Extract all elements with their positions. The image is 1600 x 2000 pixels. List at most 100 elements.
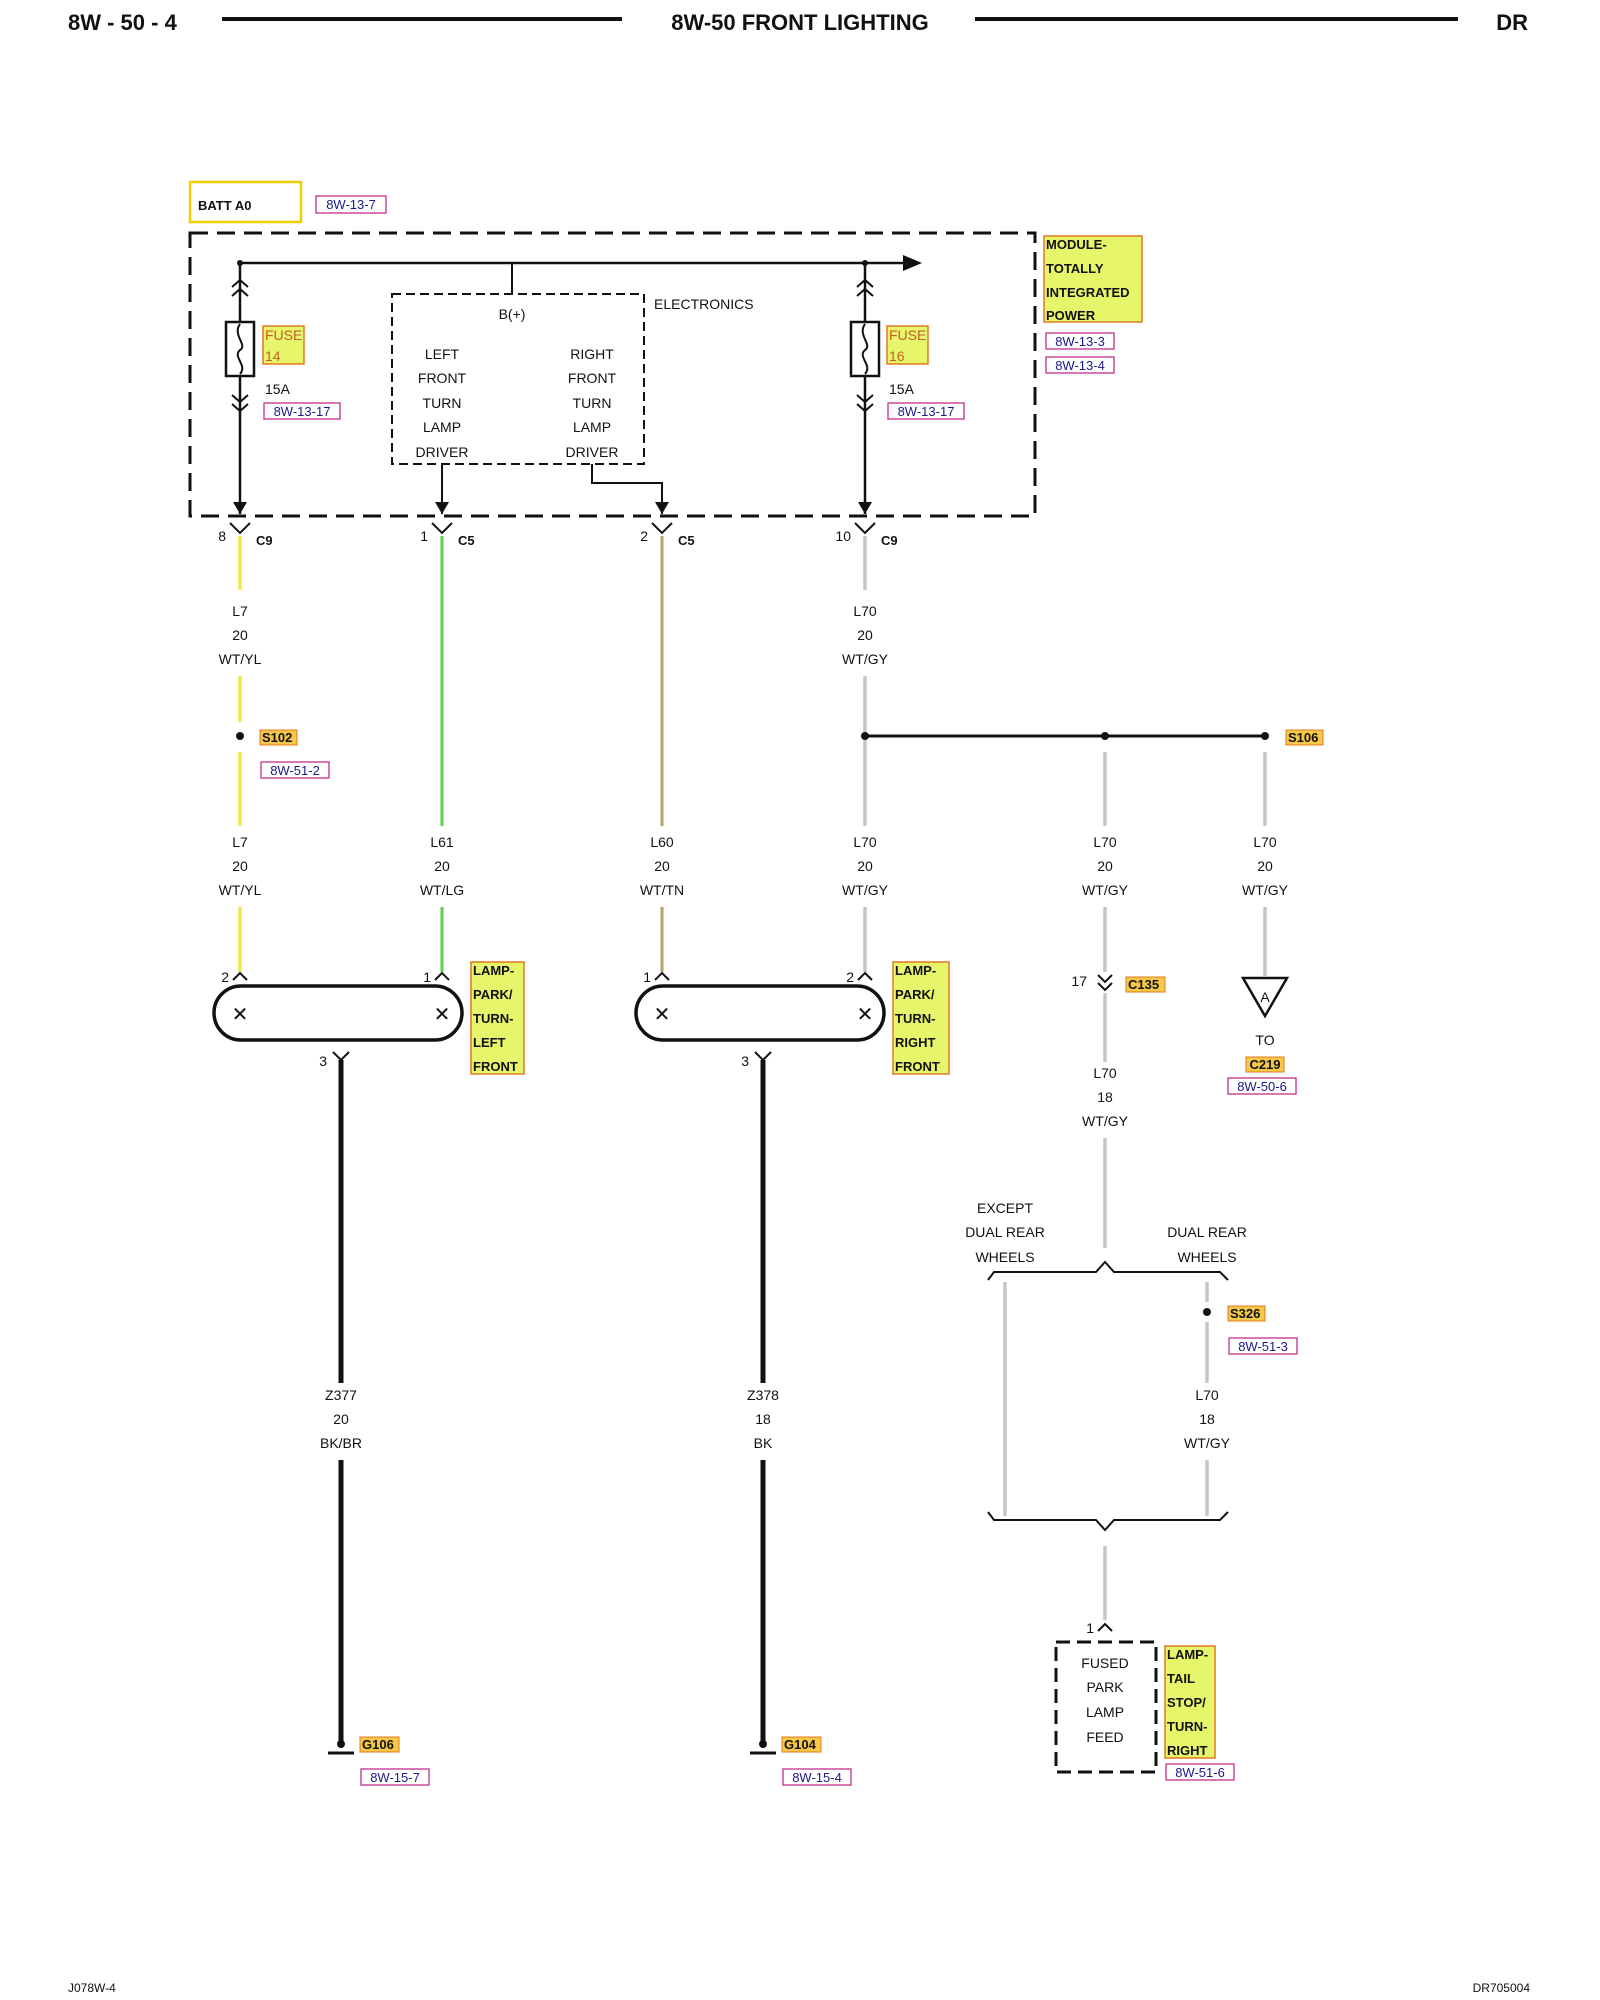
wire-gauge: 20 — [1257, 858, 1273, 874]
tail-lamp-feed: 1 FUSED PARK LAMP FEED LAMP- TAIL STOP/ … — [1054, 1620, 1235, 1781]
connector-c5-pin2: 2 C5 — [640, 522, 695, 548]
fuse-14-ref[interactable]: 8W-13-17 — [274, 404, 331, 419]
wire-color: WT/GY — [842, 882, 889, 898]
s326-ref-box[interactable] — [1228, 1337, 1298, 1355]
batt-ref-box[interactable] — [315, 195, 387, 214]
page-header: 8W - 50 - 4 8W-50 FRONT LIGHTING DR — [68, 10, 1528, 35]
option-except-line: WHEELS — [975, 1249, 1034, 1265]
splice-s106: S106 — [861, 729, 1324, 746]
feed-line: LAMP — [1086, 1704, 1124, 1720]
electronics-block: B(+) ELECTRONICS LEFT FRONT TURN LAMP DR… — [391, 293, 754, 514]
wire-color: WT/GY — [1082, 1113, 1129, 1129]
offpage-letter: A — [1260, 989, 1270, 1005]
lamp-label-line: TURN- — [473, 1011, 513, 1026]
module-ref-box[interactable] — [1045, 332, 1115, 350]
c219-ref-box[interactable] — [1227, 1077, 1297, 1095]
fuse-16-line1: FUSE — [889, 327, 926, 343]
wire-color: WT/GY — [1082, 882, 1129, 898]
wire-l70 — [863, 536, 1267, 976]
wire-code: L60 — [650, 834, 674, 850]
tail-label-line: TURN- — [1167, 1719, 1207, 1734]
page-footer: J078W-4 DR705004 — [68, 1981, 1530, 1995]
batt-ref[interactable]: 8W-13-7 — [326, 197, 376, 212]
wire-gauge: 20 — [857, 858, 873, 874]
left-driver-line: LAMP — [423, 419, 461, 435]
wire-color: WT/YL — [219, 882, 262, 898]
offpage-c219: A TO C219 8W-50-6 — [1227, 976, 1297, 1095]
lamp-label-line: LEFT — [473, 1035, 506, 1050]
lamp-label-line: PARK/ — [473, 987, 513, 1002]
g106-ref-box[interactable] — [360, 1768, 430, 1786]
wire-gauge: 20 — [232, 627, 248, 643]
module-ref-box[interactable] — [1045, 356, 1115, 374]
lamp-left-front: 2 1 ✕ ✕ 3 LAMP- PARK/ TURN- LEFT FRONT — [212, 961, 525, 1075]
lamp-label-line: LAMP- — [895, 963, 936, 978]
splice-dot — [236, 732, 244, 740]
feed-line: PARK — [1086, 1679, 1124, 1695]
wire-code: L70 — [1093, 834, 1117, 850]
fuse-16-ref[interactable]: 8W-13-17 — [898, 404, 955, 419]
fuse-16-amps: 15A — [889, 381, 915, 397]
module-label: MODULE- TOTALLY INTEGRATED POWER 8W-13-3… — [1043, 235, 1143, 374]
pin-number: 8 — [218, 528, 226, 544]
splice-name: S106 — [1288, 730, 1318, 745]
c219-ref[interactable]: 8W-50-6 — [1237, 1079, 1287, 1094]
ground-wire-right: Z378 18 BK G104 8W-15-4 — [747, 1060, 852, 1786]
wire-color: BK — [754, 1435, 773, 1451]
wire-gauge: 20 — [1097, 858, 1113, 874]
connector-name: C219 — [1249, 1057, 1280, 1072]
splice-name: S326 — [1230, 1306, 1260, 1321]
wire-code: Z378 — [747, 1387, 779, 1403]
module-ref[interactable]: 8W-13-4 — [1055, 358, 1105, 373]
wire-code: L7 — [232, 603, 248, 619]
option-bracket-bottom — [987, 1511, 1229, 1532]
wire-color: BK/BR — [320, 1435, 362, 1451]
connector-name: C5 — [458, 533, 475, 548]
offpage-to: TO — [1255, 1032, 1274, 1048]
option-dual-line: WHEELS — [1177, 1249, 1236, 1265]
wire-label-upper-l7: L7 20 WT/YL — [219, 603, 262, 667]
g106-ref[interactable]: 8W-15-7 — [370, 1770, 420, 1785]
splice-s102: S102 8W-51-2 — [236, 729, 330, 779]
wire-gauge: 18 — [1097, 1089, 1113, 1105]
right-driver-line: RIGHT — [570, 346, 614, 362]
fuse-16-ref-box[interactable] — [887, 402, 965, 420]
tail-ref-box[interactable] — [1165, 1763, 1235, 1781]
s102-ref-box[interactable] — [260, 761, 330, 779]
batt-box — [188, 180, 303, 224]
wire-color: WT/YL — [219, 651, 262, 667]
pin-number: 1 — [420, 528, 428, 544]
wire-code: L61 — [430, 834, 454, 850]
wire-label-upper-l70: L70 20 WT/GY — [842, 603, 889, 667]
connector-c5-pin1: 1 C5 — [420, 522, 475, 548]
option-except-line: EXCEPT — [977, 1200, 1033, 1216]
module-ref[interactable]: 8W-13-3 — [1055, 334, 1105, 349]
right-driver-line: DRIVER — [566, 444, 619, 460]
connector-c9-pin10: 10 C9 — [835, 522, 898, 548]
s326-ref[interactable]: 8W-51-3 — [1238, 1339, 1288, 1354]
batt-label: BATT A0 — [198, 198, 251, 213]
tail-ref[interactable]: 8W-51-6 — [1175, 1765, 1225, 1780]
fuse-16-label-box — [886, 325, 929, 365]
wire-label-lower-l61: L61 20 WT/LG — [420, 834, 464, 898]
module-label-line: TOTALLY — [1046, 261, 1104, 276]
fuse-14-ref-box[interactable] — [263, 402, 341, 420]
wire-label-lower-l7: L7 20 WT/YL — [219, 834, 262, 898]
wire-gauge: 20 — [232, 858, 248, 874]
page-code: 8W - 50 - 4 — [68, 10, 178, 35]
option-except-line: DUAL REAR — [965, 1224, 1045, 1240]
wire-code: L70 — [853, 603, 877, 619]
fuse-14-amps: 15A — [265, 381, 291, 397]
fuse-16-chain: FUSE 16 15A 8W-13-17 — [849, 263, 965, 514]
g104-ref[interactable]: 8W-15-4 — [792, 1770, 842, 1785]
bulb-x-icon: ✕ — [232, 1004, 249, 1026]
connector-c135: 17 C135 L70 18 WT/GY — [1071, 973, 1166, 1248]
bulb-x-icon: ✕ — [857, 1004, 874, 1026]
module-label-line: POWER — [1046, 308, 1096, 323]
wire-gauge: 20 — [857, 627, 873, 643]
g104-ref-box[interactable] — [782, 1768, 852, 1786]
tail-label-line: LAMP- — [1167, 1647, 1208, 1662]
connector-row: 8 C9 1 C5 2 C5 10 C9 — [218, 522, 898, 548]
tail-lamp-outline — [1054, 1640, 1158, 1774]
s102-ref[interactable]: 8W-51-2 — [270, 763, 320, 778]
